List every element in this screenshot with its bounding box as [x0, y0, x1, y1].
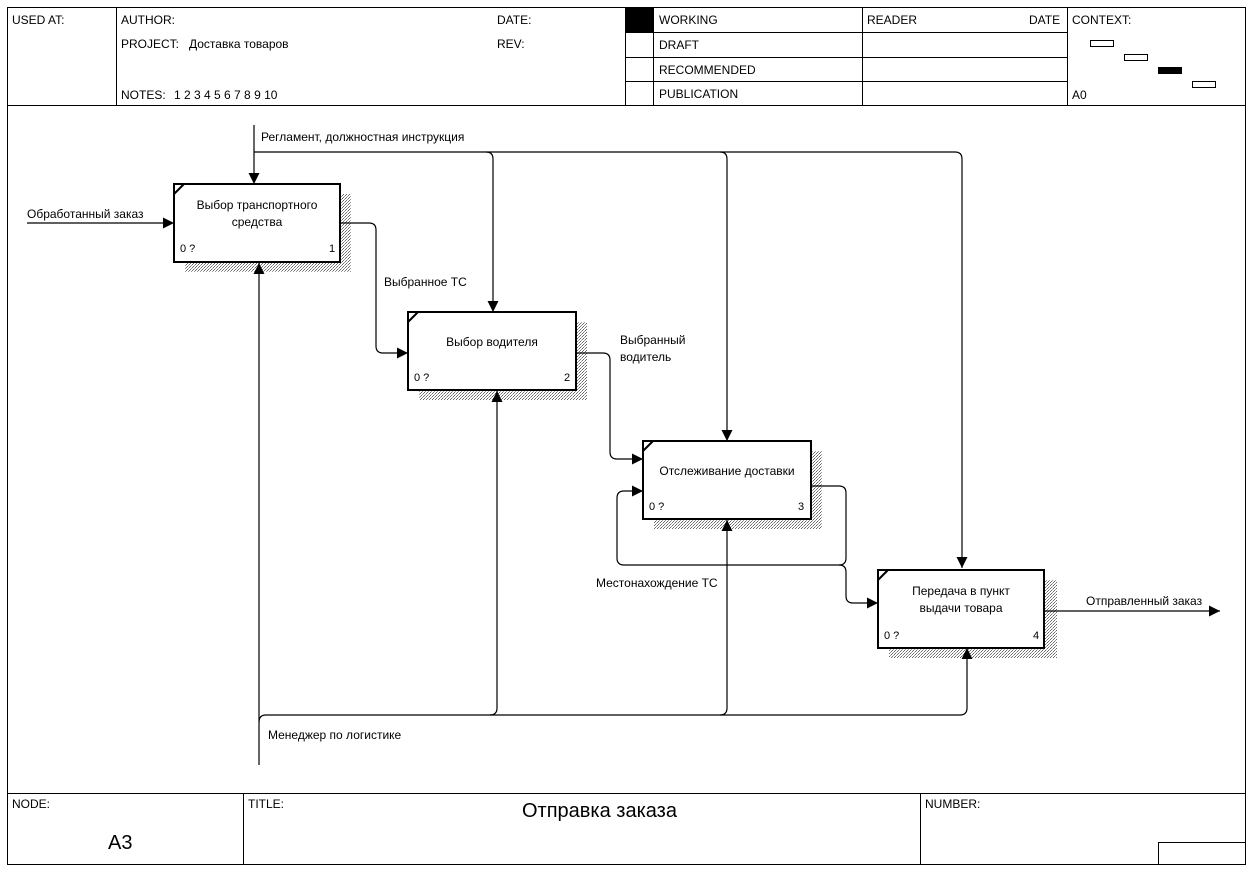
arrow-box2-to-box3: [576, 352, 643, 465]
box-corner-ticks: [173, 183, 889, 581]
status-recommended: RECOMMENDED: [659, 63, 756, 77]
box-4-cost: 0 ?: [884, 630, 900, 642]
context-thumbnail: [1090, 40, 1216, 88]
diagram-title: Отправка заказа: [522, 800, 677, 822]
arrow-box1-to-box2: [341, 222, 408, 359]
arrow-label-output: Отправленный заказ: [1086, 594, 1203, 608]
arrow-label-mechanism: Менеджер по логистике: [268, 728, 402, 742]
activity-boxes: [173, 183, 1045, 649]
number-label: NUMBER:: [925, 797, 981, 811]
box-3-cost: 0 ?: [649, 501, 665, 513]
arrow-control-to-box2: [485, 151, 499, 312]
title-label: TITLE:: [248, 797, 285, 811]
project-value: Доставка товаров: [189, 37, 289, 51]
arrow-mechanism-to-box3: [719, 520, 733, 716]
context-label: CONTEXT:: [1072, 13, 1132, 27]
project-label: PROJECT:: [121, 37, 180, 51]
status-draft: DRAFT: [659, 38, 699, 52]
author-label: AUTHOR:: [121, 13, 175, 27]
status-publication: PUBLICATION: [659, 87, 739, 101]
box-2-cost: 0 ?: [414, 372, 430, 384]
box-1-cost: 0 ?: [180, 243, 196, 255]
box-3: [642, 440, 812, 520]
reader-label: READER: [867, 13, 918, 27]
context-node: A0: [1072, 88, 1087, 102]
arrow-box3-feedback: [616, 485, 847, 566]
status-working: WORKING: [659, 13, 718, 27]
date-label: DATE:: [497, 13, 532, 27]
node-value: A3: [108, 832, 133, 854]
arrows: [27, 125, 1220, 765]
rev-label: REV:: [497, 37, 525, 51]
notes-value: 1 2 3 4 5 6 7 8 9 10: [174, 88, 278, 102]
box-2-number: 2: [564, 372, 571, 384]
notes-label: NOTES:: [121, 88, 166, 102]
arrow-box3-to-box4: [838, 564, 878, 609]
arrow-label-input: Обработанный заказ: [27, 207, 144, 221]
arrow-control-to-box3: [719, 151, 733, 441]
box-1-number: 1: [329, 243, 336, 255]
arrow-mechanism-to-box2: [489, 391, 503, 716]
arrow-label-vehicle: Выбранное ТС: [384, 275, 467, 289]
reader-date-label: DATE: [1029, 13, 1061, 27]
arrow-mechanism-line: [258, 648, 973, 723]
footer-frame: [7, 105, 1246, 865]
box-2-label: Выбор водителя: [446, 335, 538, 349]
arrow-label-location: Местонахождение ТС: [596, 576, 718, 590]
box-4-number: 4: [1033, 630, 1040, 642]
arrow-control-branch: [254, 151, 968, 568]
used-at-label: USED AT:: [12, 13, 65, 27]
status-working-marker: [626, 8, 653, 32]
node-label: NODE:: [12, 797, 51, 811]
arrow-label-control: Регламент, должностная инструкция: [261, 130, 465, 144]
box-1: [173, 183, 341, 263]
box-3-number: 3: [798, 501, 805, 513]
box-3-label: Отслеживание доставки: [659, 464, 795, 478]
box-4: [877, 569, 1045, 649]
box-2: [407, 311, 577, 391]
